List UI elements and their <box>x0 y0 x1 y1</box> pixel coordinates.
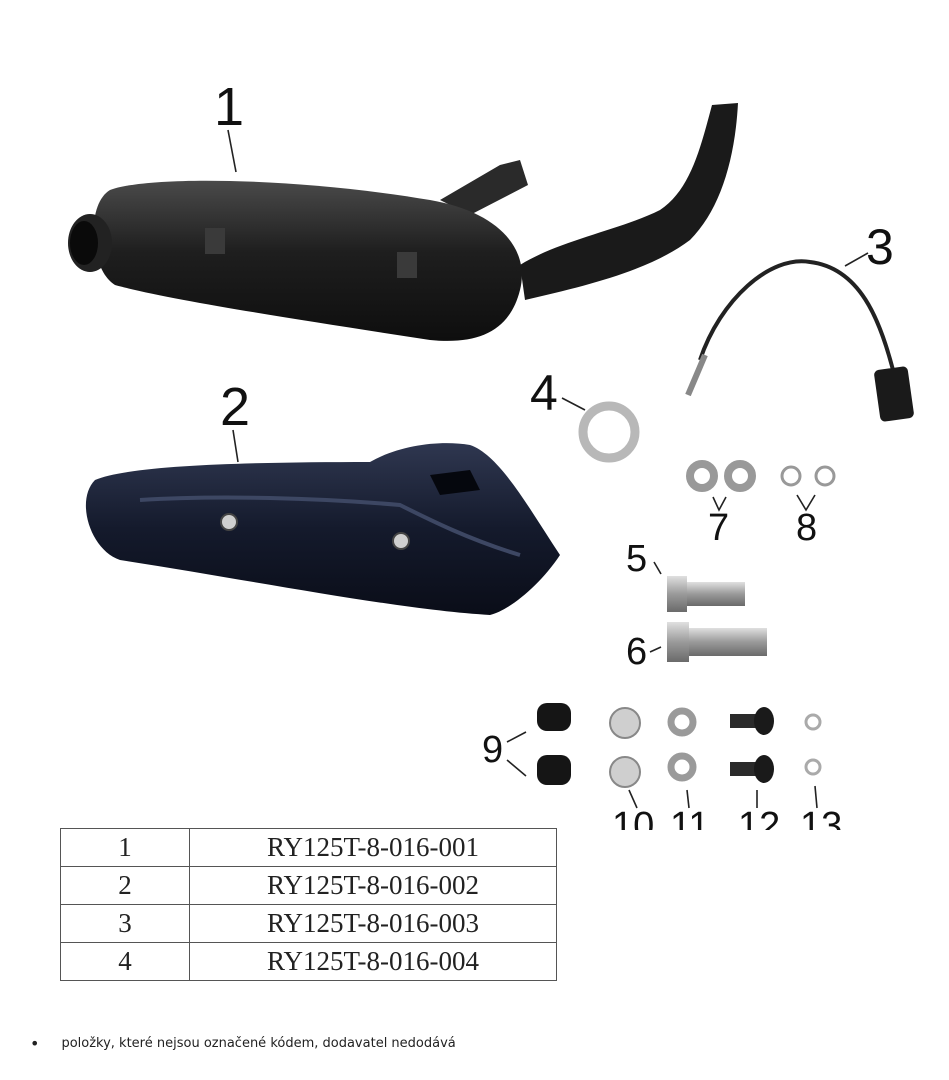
sensor-cable-part <box>685 259 914 422</box>
callout-12: 12 <box>738 805 780 830</box>
table-row: 3 RY125T-8-016-003 <box>60 904 557 943</box>
callout-8: 8 <box>796 507 817 549</box>
callout-11: 11 <box>670 805 709 830</box>
callout-6: 6 <box>626 631 647 673</box>
callout-9: 9 <box>482 729 503 771</box>
callout-10: 10 <box>612 805 654 830</box>
washers-part-7 <box>686 460 756 492</box>
callout-3: 3 <box>866 219 894 275</box>
part-code-cell: RY125T-8-016-002 <box>189 866 557 905</box>
callout-1: 1 <box>214 77 244 137</box>
flange-nuts-part-10 <box>609 707 641 788</box>
part-code-cell: RY125T-8-016-003 <box>189 904 557 943</box>
washers-part-13 <box>804 713 822 776</box>
muffler-part <box>68 103 738 341</box>
washers-part-11 <box>667 707 697 782</box>
part-number-cell: 4 <box>60 942 190 981</box>
bolt-part-5 <box>667 576 745 612</box>
table-row: 2 RY125T-8-016-002 <box>60 866 557 905</box>
bullet-icon: • <box>30 1034 40 1053</box>
callout-13: 13 <box>800 805 842 830</box>
callout-2: 2 <box>220 377 250 437</box>
footnote: • položky, které nejsou označené kódem, … <box>30 1034 456 1053</box>
part-code-cell: RY125T-8-016-001 <box>189 828 557 867</box>
part-number-cell: 1 <box>60 828 190 867</box>
bolt-part-6 <box>667 622 767 662</box>
screws-part-12 <box>730 707 774 783</box>
part-number-cell: 2 <box>60 866 190 905</box>
table-row: 4 RY125T-8-016-004 <box>60 942 557 981</box>
leader-lines <box>227 129 869 809</box>
parts-table: 1 RY125T-8-016-001 2 RY125T-8-016-002 3 … <box>60 828 557 981</box>
part-number-cell: 3 <box>60 904 190 943</box>
gasket-ring-part <box>578 401 640 463</box>
washers-part-8 <box>780 465 836 487</box>
part-code-cell: RY125T-8-016-004 <box>189 942 557 981</box>
callout-5: 5 <box>626 538 647 580</box>
callout-4: 4 <box>530 365 558 421</box>
exploded-parts-diagram: 1 2 3 4 5 6 7 8 9 10 11 12 13 <box>68 77 914 830</box>
cap-nuts-part-9 <box>537 703 571 785</box>
heat-guard-part <box>85 443 560 615</box>
table-row: 1 RY125T-8-016-001 <box>60 828 557 867</box>
callout-7: 7 <box>708 507 729 549</box>
footnote-text: položky, které nejsou označené kódem, do… <box>61 1036 456 1051</box>
